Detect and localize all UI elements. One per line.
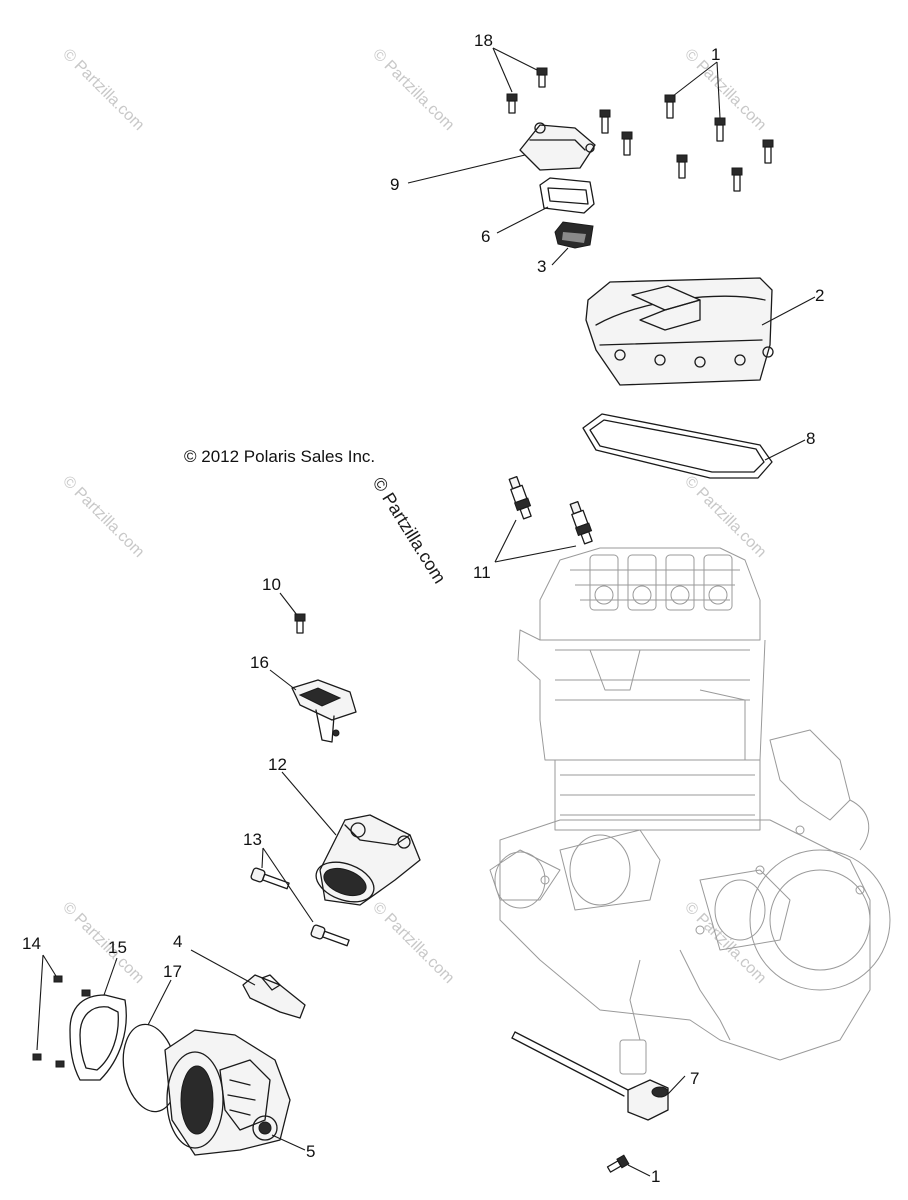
watermark: © Partzilla.com xyxy=(59,899,147,987)
adapter-bolts xyxy=(250,867,350,947)
callout-16: 16 xyxy=(250,653,269,672)
sensor-bolt xyxy=(294,613,306,634)
callout-4: 4 xyxy=(173,932,182,951)
callout-8: 8 xyxy=(806,429,815,448)
callout-2: 2 xyxy=(815,286,824,305)
crankshaft-position-sensor xyxy=(511,1031,669,1121)
breather-screws xyxy=(506,67,548,114)
callout-6: 6 xyxy=(481,227,490,246)
watermark: © Partzilla.com xyxy=(369,899,457,987)
callouts: 18 1 9 6 3 2 8 11 10 16 12 13 14 15 4 17… xyxy=(22,31,824,1186)
watermark: © Partzilla.com xyxy=(59,46,147,134)
callout-11: 11 xyxy=(473,563,491,582)
throttle-body xyxy=(164,1029,291,1156)
callout-18: 18 xyxy=(474,31,493,50)
callout-9: 9 xyxy=(390,175,399,194)
callout-7: 7 xyxy=(690,1069,699,1088)
map-sensor xyxy=(291,679,357,743)
valve-cover xyxy=(585,277,774,386)
callout-12: 12 xyxy=(268,755,287,774)
callout-17: 17 xyxy=(163,962,182,981)
callout-3: 3 xyxy=(537,257,546,276)
callout-13: 13 xyxy=(243,830,262,849)
spark-plugs xyxy=(508,475,593,545)
throttle-body-adapter xyxy=(315,814,421,906)
throttle-plate xyxy=(69,994,127,1081)
breather-reed xyxy=(554,221,594,249)
callout-1-bottom: 1 xyxy=(651,1167,660,1186)
throttle-position-sensor xyxy=(242,974,306,1019)
callout-1: 1 xyxy=(711,45,720,64)
watermark: © Partzilla.com xyxy=(369,46,457,134)
plate-screws xyxy=(32,975,91,1068)
callout-10: 10 xyxy=(262,575,281,594)
watermark: © Partzilla.com xyxy=(59,473,147,561)
valve-cover-gasket xyxy=(582,413,773,479)
leader-lines xyxy=(36,47,816,1177)
copyright-notice: © 2012 Polaris Sales Inc. xyxy=(184,447,375,466)
sensor-bolt-bottom xyxy=(606,1154,630,1173)
watermark: © Partzilla.com xyxy=(681,899,769,987)
callout-5: 5 xyxy=(306,1142,315,1161)
watermark-dark: © Partzilla.com xyxy=(369,474,450,587)
cover-bolts xyxy=(599,94,774,192)
engine-assembly xyxy=(489,547,891,1075)
callout-14: 14 xyxy=(22,934,41,953)
breather-cover xyxy=(519,122,596,171)
breather-gasket xyxy=(539,177,595,214)
callout-15: 15 xyxy=(108,938,127,957)
